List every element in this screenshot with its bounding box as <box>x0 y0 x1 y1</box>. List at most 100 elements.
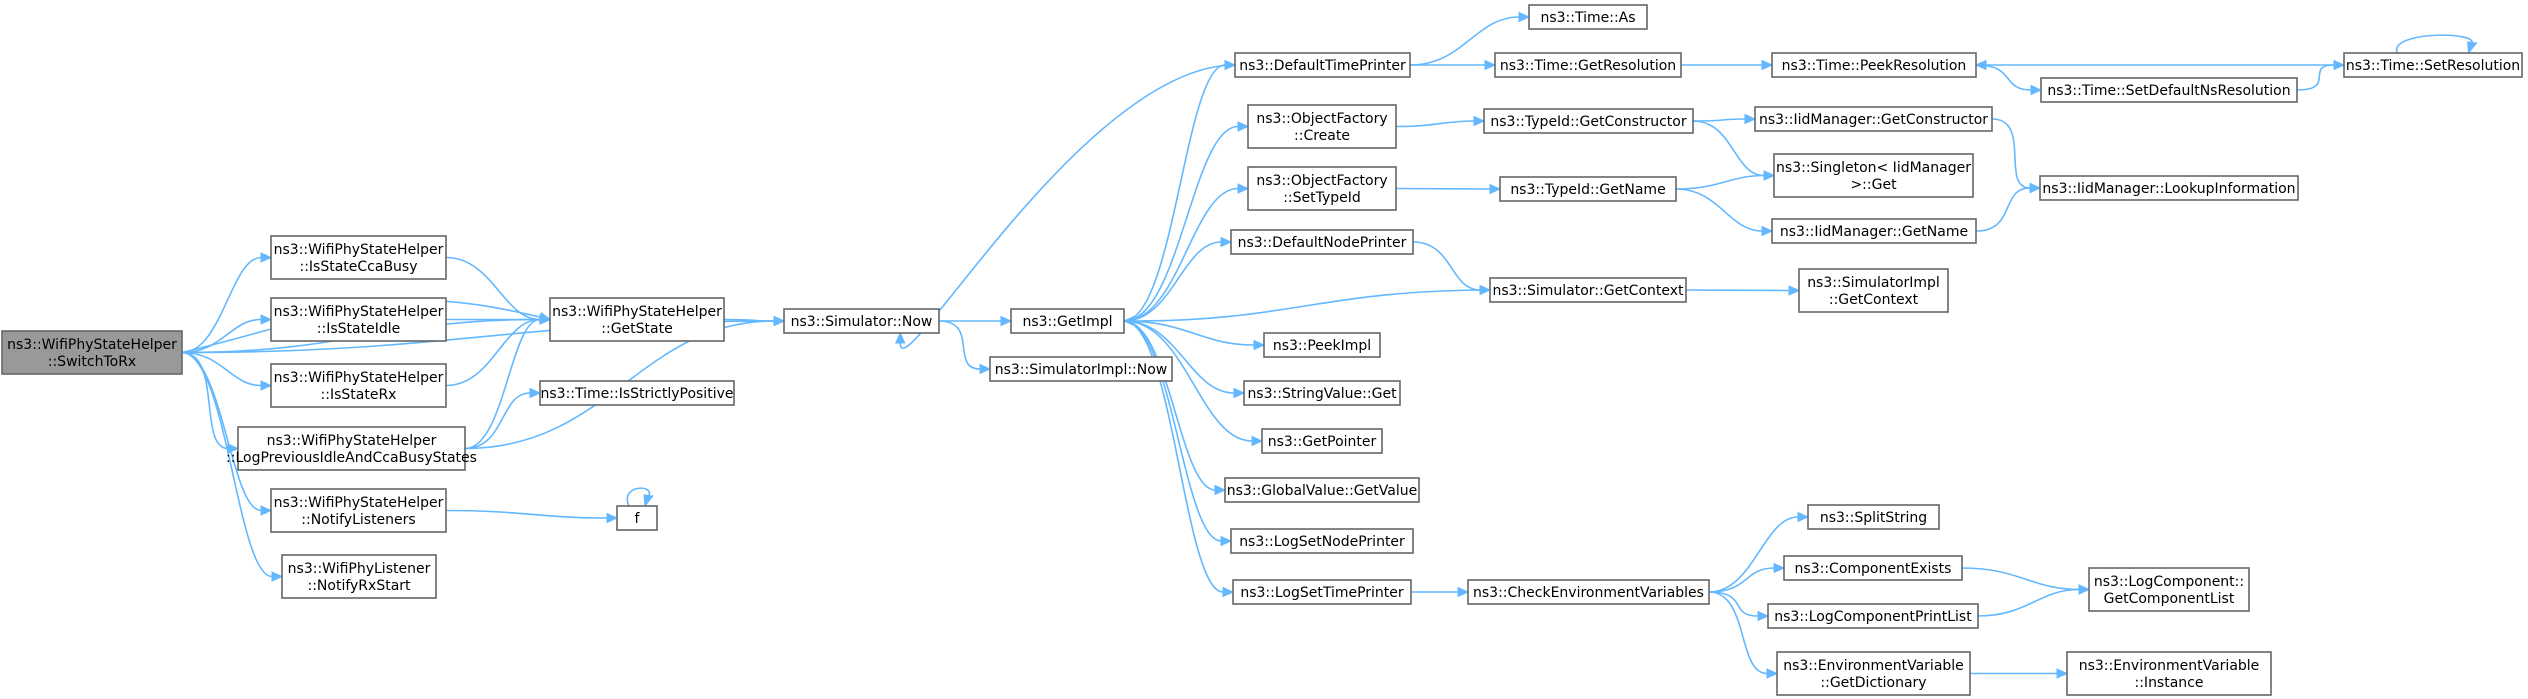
function-node-gvGetValue[interactable]: ns3::GlobalValue::GetValue <box>1224 477 1420 503</box>
function-node-simImplGetContext[interactable]: ns3::SimulatorImpl::GetContext <box>1798 268 1949 313</box>
function-node-logCompPrintList[interactable]: ns3::LogComponentPrintList <box>1767 603 1979 629</box>
edge-arrowhead <box>1253 339 1266 351</box>
node-box <box>1528 4 1648 30</box>
node-box <box>1773 153 1974 198</box>
function-node-timeSetRes[interactable]: ns3::Time::SetResolution <box>2343 52 2523 78</box>
edge-line <box>1991 118 2031 189</box>
node-label: ns3::WifiPhyStateHelper <box>274 242 444 258</box>
function-node-timePeekRes[interactable]: ns3::Time::PeekResolution <box>1771 52 1977 78</box>
function-node-isIdle[interactable]: ns3::WifiPhyStateHelper::IsStateIdle <box>270 297 447 342</box>
function-node-getPointer[interactable]: ns3::GetPointer <box>1261 428 1383 454</box>
function-node-singletonGet[interactable]: ns3::Singleton< IidManager >::Get <box>1773 153 1974 198</box>
function-node-notifyRxStart[interactable]: ns3::WifiPhyListener::NotifyRxStart <box>281 554 437 599</box>
function-node-compExists[interactable]: ns3::ComponentExists <box>1783 555 1963 581</box>
node-label: ::SwitchToRx <box>48 354 136 370</box>
function-node-getState[interactable]: ns3::WifiPhyStateHelper::GetState <box>549 297 725 342</box>
node-box <box>1483 108 1694 134</box>
edge-arrowhead <box>773 315 786 327</box>
function-node-timeAs[interactable]: ns3::Time::As <box>1528 4 1648 30</box>
function-node-typeIdGetCtor[interactable]: ns3::TypeId::GetConstructor <box>1483 108 1694 134</box>
node-label: ::IsStateRx <box>321 387 397 403</box>
node-label: ns3::Time::As <box>1540 10 1635 26</box>
edge-arrowhead <box>260 252 273 263</box>
node-label: ::GetDictionary <box>1820 675 1926 691</box>
function-node-iidGetName[interactable]: ns3::IidManager::GetName <box>1771 218 1977 244</box>
edge-arrowhead <box>1457 586 1470 598</box>
node-label: ::IsStateIdle <box>317 321 400 337</box>
call-edge-logCompPrintList-to-logCompGetList <box>1977 584 2091 617</box>
function-node-timeSetDefNs[interactable]: ns3::Time::SetDefaultNsResolution <box>2040 77 2298 103</box>
node-label: ::LogPreviousIdleAndCcaBusyStates <box>226 450 477 466</box>
edge-line <box>1123 187 1239 322</box>
node-label: ns3::WifiPhyStateHelper <box>552 304 722 320</box>
function-node-logSetTimePrinter[interactable]: ns3::LogSetTimePrinter <box>1232 579 1412 605</box>
node-box <box>549 297 725 342</box>
function-node-checkEnv[interactable]: ns3::CheckEnvironmentVariables <box>1467 579 1710 605</box>
node-label: ns3::ObjectFactory <box>1256 111 1387 127</box>
function-node-envInstance[interactable]: ns3::EnvironmentVariable::Instance <box>2066 651 2272 696</box>
node-label: ns3::IidManager::GetConstructor <box>1759 112 1988 128</box>
function-node-timeGetRes[interactable]: ns3::Time::GetResolution <box>1494 52 1682 78</box>
node-label: ns3::Time::SetDefaultNsResolution <box>2047 83 2290 99</box>
node-box <box>616 505 658 531</box>
function-node-isRx[interactable]: ns3::WifiPhyStateHelper::IsStateRx <box>270 363 447 408</box>
node-label: ns3::CheckEnvironmentVariables <box>1473 585 1704 601</box>
function-node-envGetDict[interactable]: ns3::EnvironmentVariable::GetDictionary <box>1776 651 1971 696</box>
node-label: ns3::EnvironmentVariable <box>1783 658 1964 674</box>
function-node-peekImpl[interactable]: ns3::PeekImpl <box>1263 332 1381 358</box>
function-node-getImpl[interactable]: ns3::GetImpl <box>1010 308 1125 334</box>
function-node-logCompGetList[interactable]: ns3::LogComponent::GetComponentList <box>2088 567 2250 612</box>
function-node-switchToRx[interactable]: ns3::WifiPhyStateHelper::SwitchToRx <box>1 330 183 375</box>
function-node-isStrictlyPositive[interactable]: ns3::Time::IsStrictlyPositive <box>539 380 735 406</box>
edge-arrowhead <box>271 571 284 582</box>
function-node-iidGetCtor[interactable]: ns3::IidManager::GetConstructor <box>1754 106 1993 132</box>
node-label: ::IsStateCcaBusy <box>299 259 417 275</box>
edge-arrowhead <box>1220 236 1233 248</box>
call-edge-simGetContext-to-simImplGetContext <box>1685 285 1801 296</box>
function-node-simNow[interactable]: ns3::Simulator::Now <box>783 308 940 334</box>
node-label: ns3::Simulator::GetContext <box>1492 283 1684 299</box>
node-box <box>1224 477 1420 503</box>
function-node-f[interactable]: f <box>616 505 658 531</box>
function-node-notifyListeners[interactable]: ns3::WifiPhyStateHelper::NotifyListeners <box>270 488 447 533</box>
call-edge-simNow-to-getImpl <box>939 315 1013 327</box>
function-node-simImplNow[interactable]: ns3::SimulatorImpl::Now <box>989 356 1173 382</box>
function-node-simGetContext[interactable]: ns3::Simulator::GetContext <box>1489 277 1687 303</box>
node-box <box>237 426 466 471</box>
edge-line <box>1133 289 1491 322</box>
node-box <box>2039 175 2299 201</box>
edge-line <box>1708 591 1768 675</box>
call-edge-switchToRx-to-isRx <box>181 351 273 391</box>
function-node-isCcaBusy[interactable]: ns3::WifiPhyStateHelper::IsStateCcaBusy <box>270 235 447 280</box>
node-label: ns3::ComponentExists <box>1795 561 1952 577</box>
call-edge-typeIdGetName-to-singletonGet <box>1675 170 1776 190</box>
edge-arrowhead <box>1214 484 1227 496</box>
edge-arrowhead <box>1763 170 1776 181</box>
node-box <box>270 297 447 342</box>
call-edge-ofCreate-to-typeIdGetCtor <box>1395 115 1486 128</box>
node-label: ns3::Simulator::Now <box>791 314 933 330</box>
function-node-logSetNodePrinter[interactable]: ns3::LogSetNodePrinter <box>1230 528 1414 554</box>
function-node-defNodePrinter[interactable]: ns3::DefaultNodePrinter <box>1230 229 1414 255</box>
function-node-strValGet[interactable]: ns3::StringValue::Get <box>1243 380 1401 406</box>
function-node-typeIdGetName[interactable]: ns3::TypeId::GetName <box>1499 176 1677 202</box>
edge-line <box>723 318 775 322</box>
function-node-ofCreate[interactable]: ns3::ObjectFactory::Create <box>1247 104 1397 149</box>
node-label: ::NotifyListeners <box>301 512 415 528</box>
call-edge-getImpl-to-gvGetValue <box>1123 320 1227 496</box>
edge-line <box>2396 34 2473 54</box>
function-node-logPrev[interactable]: ns3::WifiPhyStateHelper::LogPreviousIdle… <box>226 426 477 471</box>
function-node-splitString[interactable]: ns3::SplitString <box>1807 504 1940 530</box>
edge-line <box>1123 125 1239 322</box>
call-edge-simNow-to-simImplNow <box>938 320 992 375</box>
edge-line <box>1975 187 2031 232</box>
call-edge-logPrev-to-getState <box>464 314 552 450</box>
node-box <box>1783 555 1963 581</box>
node-label: ns3::WifiPhyStateHelper <box>274 304 444 320</box>
function-node-ofSetTypeId[interactable]: ns3::ObjectFactory::SetTypeId <box>1247 166 1397 211</box>
function-node-defTimePrinter[interactable]: ns3::DefaultTimePrinter <box>1234 52 1411 78</box>
node-box <box>1247 104 1397 149</box>
function-node-iidLookup[interactable]: ns3::IidManager::LookupInformation <box>2039 175 2299 201</box>
call-edge-getImpl-to-logSetNodePrinter <box>1123 320 1233 547</box>
